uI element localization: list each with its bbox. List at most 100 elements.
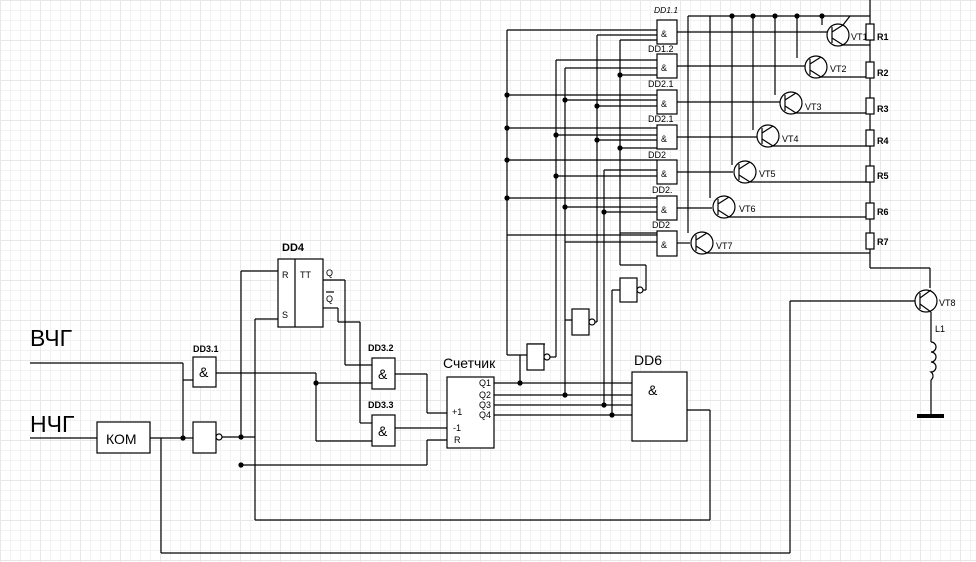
vt1-label: VT1 [851,32,868,42]
decoder-gate-2-symbol: & [661,63,667,73]
junction-dot [504,92,510,98]
vt5-label: VT5 [759,169,776,179]
junction-dot [504,125,510,131]
junction-dot [238,462,244,468]
junction-dot [729,13,735,19]
dd31-gate-symbol: & [199,364,209,380]
inverter-gate [192,421,217,454]
gate-label-5: DD2 [648,150,666,160]
junction-dot [504,157,510,163]
dd4-s-pin: S [282,310,288,320]
counter-r-pin: R [454,435,461,445]
inverter-2-bubble [588,318,596,326]
vchg-label: ВЧГ [30,325,73,351]
junction-dot [562,204,568,210]
dd31-label: DD3.1 [193,344,219,354]
junction-dot [794,13,800,19]
inductor-l1 [929,341,937,381]
kom-label: КОМ [106,431,137,447]
counter-minus-pin: -1 [453,423,461,433]
r1-label: R1 [877,32,889,42]
dd6-gate-symbol: & [648,382,658,398]
junction-dot [772,13,778,19]
junction-dot [594,103,600,109]
resistor-r1 [865,23,875,41]
dd4-qbar-pin: Q [326,294,333,304]
junction-dot [562,392,568,398]
dd33-gate [371,414,396,447]
dd4-q-pin: Q [326,268,333,278]
junction-dot [594,137,600,143]
vt3-label: VT3 [805,102,822,112]
gate-label-1: DD1.1 [654,5,678,15]
counter-block [446,376,495,449]
junction-dot [562,97,568,103]
counter-q2-pin: Q2 [479,390,491,400]
junction-dot [601,209,607,215]
gate-label-4: DD2.1 [648,114,674,124]
dd4-trigger [277,258,324,328]
gate-label-2: DD1.2 [648,44,674,54]
r5-label: R5 [877,171,889,181]
r4-label: R4 [877,136,889,146]
junction-dot [819,13,825,19]
vt8-label: VT8 [939,298,956,308]
junction-dot [553,173,559,179]
dd31-gate [192,356,217,388]
dd32-label: DD3.2 [368,343,394,353]
resistor-r4 [865,129,875,147]
decoder-gate-6-symbol: & [661,205,667,215]
inverter-3 [619,277,638,303]
transistor-vt4 [756,124,780,148]
counter-q3-pin: Q3 [479,400,491,410]
resistor-r2 [865,61,875,79]
counter-label: Счетчик [443,355,496,371]
dd32-gate-symbol: & [378,366,388,382]
dd4-r-pin: R [282,270,289,280]
resistor-r6 [865,202,875,220]
junction-dot [517,380,523,386]
dd4-label: DD4 [282,242,305,254]
junction-dot [617,145,623,151]
inverter-1 [526,343,545,371]
coil-label: L1 [935,324,945,334]
vt2-label: VT2 [830,64,847,74]
counter-q1-pin: Q1 [479,378,491,388]
dd6-label: DD6 [634,352,662,368]
inverter-1-bubble [543,353,551,361]
junction-dot [617,72,623,78]
inverter-2 [571,308,590,336]
decoder-gate-7-symbol: & [661,240,667,250]
gate-label-7: DD2 [652,220,670,230]
junction-dot [601,402,607,408]
transistor-vt6 [712,195,736,219]
vt6-label: VT6 [739,204,756,214]
counter-plus-pin: +1 [452,407,462,417]
dd6-gate [631,371,688,442]
decoder-gate-4-symbol: & [661,134,667,144]
junction-dot [553,132,559,138]
transistor-vt2 [804,55,828,79]
junction-dot [313,380,319,386]
vt7-label: VT7 [716,241,733,251]
resistor-r3 [865,97,875,115]
resistor-r5 [865,165,875,183]
transistor-vt8 [914,289,938,313]
junction-dot [504,195,510,201]
transistor-vt3 [779,91,803,115]
counter-q4-pin: Q4 [479,410,491,420]
junction-dot [609,412,615,418]
inverter-bubble [215,433,223,441]
dd4-tt-text: TT [300,270,311,280]
dd33-label: DD3.3 [368,400,394,410]
transistor-vt7 [690,231,714,255]
transistor-vt1 [826,15,851,47]
r7-label: R7 [877,237,889,247]
gate-label-3: DD2.1 [648,79,674,89]
r6-label: R6 [877,207,889,217]
r3-label: R3 [877,104,889,114]
inverter-3-bubble [636,286,644,294]
resistor-r7 [865,232,875,250]
